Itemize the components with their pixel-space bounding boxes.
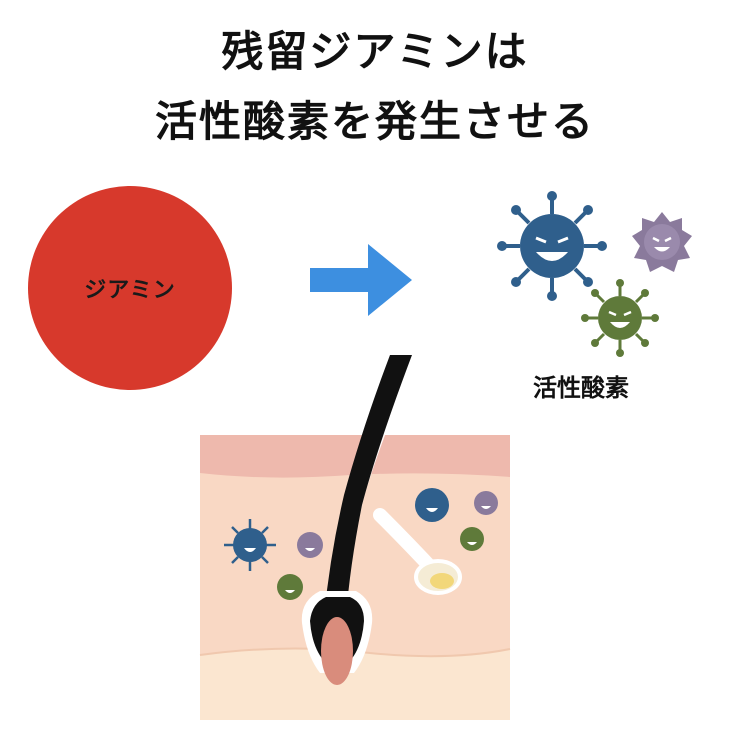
blue-virus-icon	[497, 191, 607, 301]
purple-virus-icon	[297, 532, 323, 558]
virus-icons	[497, 191, 692, 357]
title-line-1: 残留ジアミンは	[221, 27, 529, 76]
green-virus-icon	[460, 527, 484, 551]
hair-follicle-cross-section	[199, 355, 511, 720]
purple-virus-icon	[474, 491, 498, 515]
ros-label: 活性酸素	[533, 374, 629, 402]
diamine-label: ジアミン	[84, 278, 176, 303]
green-virus-icon	[277, 574, 303, 600]
green-virus-icon	[581, 279, 659, 357]
blue-virus-icon	[415, 488, 449, 522]
blue-virus-icon	[224, 519, 276, 571]
right-arrow-icon	[310, 244, 412, 316]
diamine-circle: ジアミン	[28, 186, 232, 390]
purple-virus-icon	[632, 212, 692, 272]
title-line-2: 活性酸素を発生させる	[154, 97, 595, 146]
